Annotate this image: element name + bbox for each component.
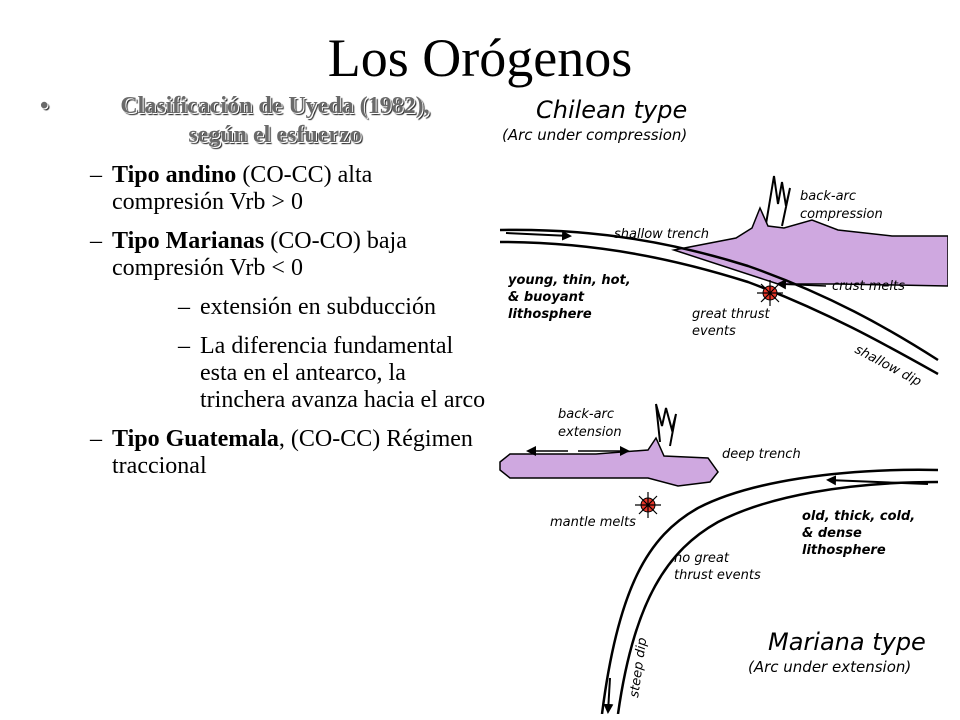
chilean-slab-top [499,228,939,362]
label-back-arc: back-arc [800,189,856,204]
volcano-symbol [765,175,791,227]
label-no-great: no great [674,551,730,566]
label-mantle-melts: mantle melts [550,515,636,530]
label-extension: extension [558,425,622,440]
classification-heading: • Clasificación de Uyeda (1982), según e… [40,92,490,150]
item-text: (CO-CO) baja compresión Vrb < 0 [112,228,407,281]
label-shallow-dip: shallow dip [852,342,924,390]
list-item-andino: – Tipo andino (CO-CC) alta compresión Vr… [40,162,490,216]
label-great-thrust: great thrust [692,307,770,322]
heading-line-1: Clasificación de Uyeda (1982), [120,93,430,119]
dash: – [178,294,190,320]
dash: – [90,426,102,452]
list-item-marianas: – Tipo Marianas (CO-CO) baja compresión … [40,228,490,282]
label-young: young, thin, hot, [508,273,631,288]
label-old: old, thick, cold, [802,509,915,524]
dash: – [178,333,190,359]
label-dense: & dense [802,526,862,541]
chilean-melt-icon [757,280,783,306]
sub-item-extension: – extensión en subducción [40,294,490,321]
mariana-slab-inner [600,468,939,714]
label-thrust-events: thrust events [674,568,761,583]
label-compression: compression [800,207,883,222]
mariana-subtitle: (Arc under extension) [748,658,911,676]
mariana-crust [499,436,719,487]
text-column: • Clasificación de Uyeda (1982), según e… [40,92,490,480]
mariana-slab-outer [616,480,939,714]
item-bold: Tipo Marianas [112,228,265,254]
heading-line-2: según el esfuerzo [188,122,362,148]
label-shallow-trench: shallow trench [614,227,709,242]
dash: – [90,162,102,188]
mariana-title: Mariana type [768,628,926,656]
item-bold: Tipo andino [112,162,237,188]
item-text: , (CO-CC) Régimen traccional [112,426,473,479]
label-crust-melts: crust melts [832,279,905,294]
chilean-title: Chilean type [536,96,687,124]
sub-item-diferencia: – La diferencia fundamental esta en el a… [40,333,490,414]
item-text: (CO-CC) alta compresión Vrb > 0 [112,162,373,215]
mariana-motion-arrow [826,475,929,486]
sub-item-text: extensión en subducción [200,294,436,320]
label-mariana-back-arc: back-arc [558,407,614,422]
crust-melts-arrow [776,279,827,290]
dash: – [90,228,102,254]
bullet: • [40,93,49,119]
mariana-volcano-symbol [655,403,677,447]
chilean-slab-bottom [499,240,939,376]
item-bold: Tipo Guatemala [112,426,279,452]
chilean-crust [671,206,948,287]
label-lithosphere-old: lithosphere [802,543,886,558]
sub-item-text: La diferencia fundamental esta en el ant… [200,333,486,413]
subduction-diagram: Chilean type (Arc under compression) bac… [499,96,948,714]
chilean-subtitle: (Arc under compression) [502,126,687,144]
label-events: events [692,324,736,339]
label-buoyant: & buoyant [508,290,585,305]
slide-title: Los Orógenos [327,28,633,88]
steep-dip-arrow [603,677,614,714]
mariana-melt-icon [635,492,661,518]
label-deep-trench: deep trench [722,447,801,462]
list-item-guatemala: – Tipo Guatemala, (CO-CC) Régimen tracci… [40,426,490,480]
label-lithosphere-young: lithosphere [508,307,592,322]
chilean-motion-arrow [505,230,572,241]
